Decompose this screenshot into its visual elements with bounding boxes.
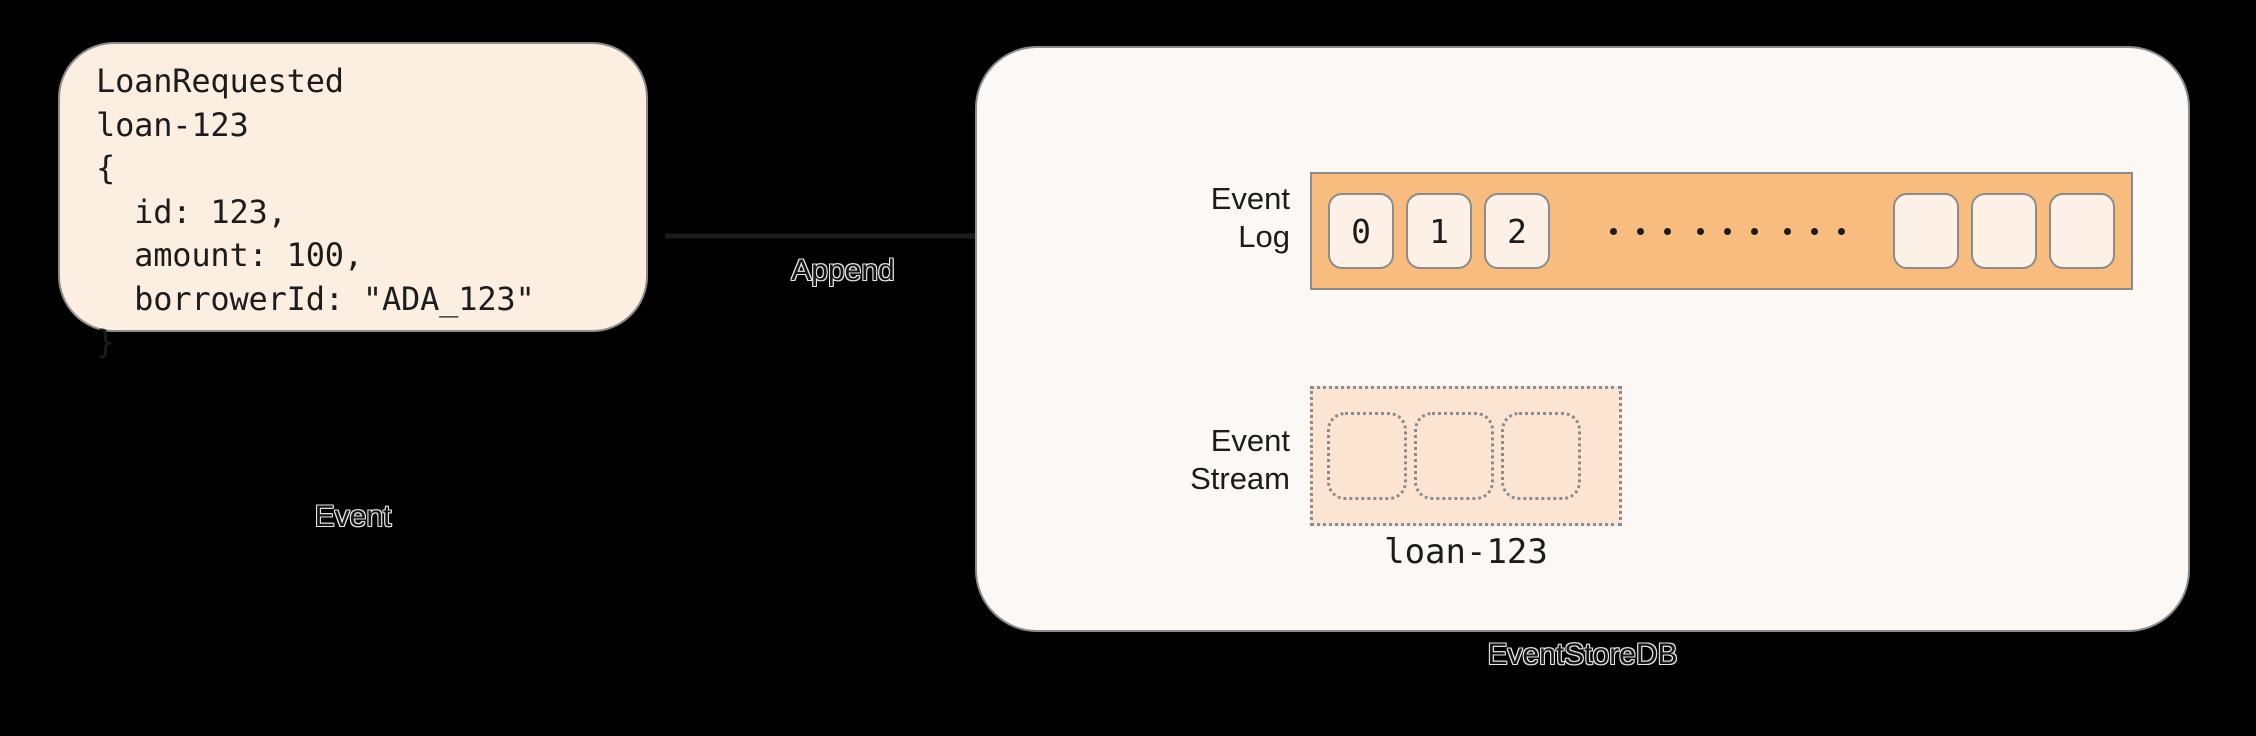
dot-icon bbox=[1751, 227, 1758, 235]
event-log-ellipsis bbox=[1570, 227, 1885, 235]
event-log-bar: 0 1 2 bbox=[1310, 172, 2133, 290]
event-card: LoanRequested loan-123 { id: 123, amount… bbox=[58, 42, 648, 361]
dot-icon bbox=[1637, 227, 1644, 235]
dot-icon bbox=[1838, 227, 1845, 235]
event-stream-label: Event Stream bbox=[1190, 423, 1290, 496]
event-card-body-text: LoanRequested loan-123 { id: 123, amount… bbox=[96, 62, 535, 362]
event-stream-cell bbox=[1501, 412, 1581, 500]
eventstoredb-caption: EventStoreDB bbox=[1487, 638, 1678, 671]
append-label: Append bbox=[791, 254, 895, 287]
event-log-cell-empty bbox=[1971, 193, 2037, 269]
dot-icon bbox=[1811, 227, 1818, 235]
event-stream-name: loan-123 bbox=[1384, 532, 1548, 572]
dot-icon bbox=[1784, 227, 1791, 235]
eventstoredb-container bbox=[975, 46, 2190, 632]
event-log-cell: 2 bbox=[1484, 193, 1550, 269]
event-log-label: Event Log bbox=[1210, 181, 1290, 254]
ellipsis-dot-group bbox=[1610, 227, 1671, 235]
event-card-caption: Event bbox=[314, 500, 392, 533]
ellipsis-dot-group bbox=[1784, 227, 1845, 235]
dot-icon bbox=[1610, 227, 1617, 235]
dot-icon bbox=[1697, 227, 1704, 235]
event-stream-cell bbox=[1414, 412, 1494, 500]
event-log-cell: 0 bbox=[1328, 193, 1394, 269]
event-log-cell: 1 bbox=[1406, 193, 1472, 269]
event-log-cell-empty bbox=[2049, 193, 2115, 269]
event-log-cell-empty bbox=[1893, 193, 1959, 269]
event-stream-box bbox=[1310, 386, 1622, 526]
ellipsis-dot-group bbox=[1697, 227, 1758, 235]
dot-icon bbox=[1724, 227, 1731, 235]
dot-icon bbox=[1664, 227, 1671, 235]
event-stream-cell bbox=[1327, 412, 1407, 500]
